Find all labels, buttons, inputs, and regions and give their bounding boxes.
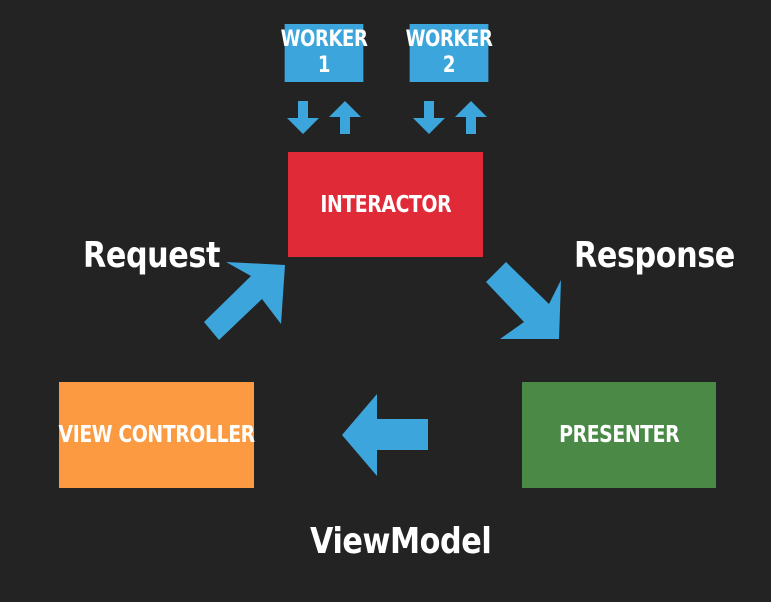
view-controller-box: VIEW CONTROLLER [58,382,255,488]
presenter-label: PRESENTER [558,422,680,448]
interactor-box: INTERACTOR [288,152,483,257]
arrow-down-icon [287,101,319,134]
worker-1-title: WORKER [280,27,368,52]
worker-1-box: WORKER 1 [281,24,368,82]
request-label: Request [83,235,220,276]
presenter-box: PRESENTER [522,382,716,488]
worker-2-title: WORKER [405,27,493,52]
worker-1-number: 1 [317,53,331,78]
view-controller-label: VIEW CONTROLLER [58,422,255,448]
arrow-up-icon [329,101,361,134]
worker-2-box: WORKER 2 [406,24,493,82]
interactor-label: INTERACTOR [320,191,451,218]
worker-2-number: 2 [442,53,456,78]
response-label: Response [574,235,735,276]
arrow-down-icon [413,101,445,134]
arrow-up-right-icon [204,262,285,340]
view-model-label: ViewModel [310,521,492,562]
arrow-left-icon [342,394,428,476]
arrow-up-icon [455,101,487,134]
arrow-down-right-icon [486,262,561,339]
